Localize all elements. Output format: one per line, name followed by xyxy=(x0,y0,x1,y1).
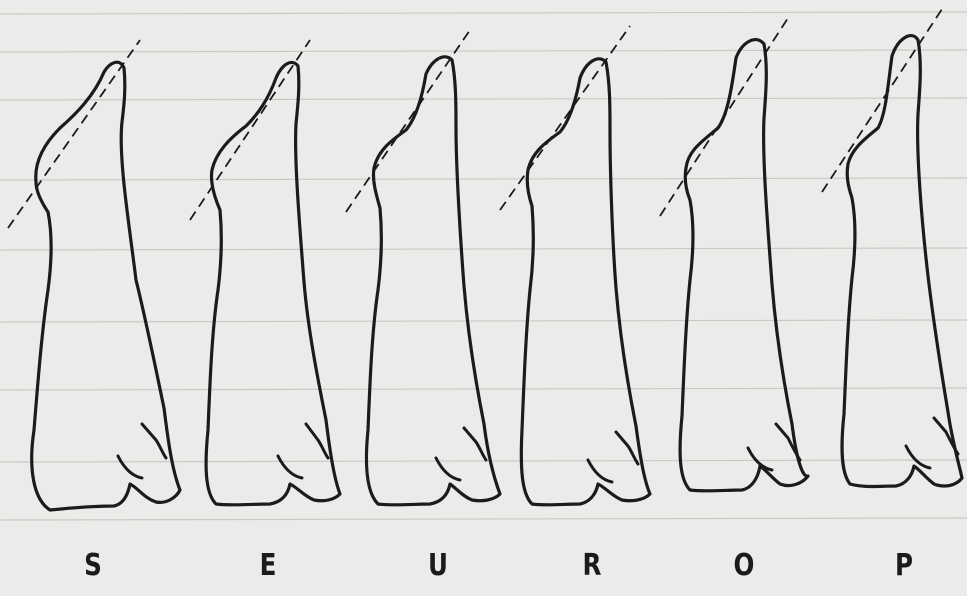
flank-flap xyxy=(934,418,958,454)
flank-flap xyxy=(616,432,638,464)
profile-reference-line xyxy=(660,18,788,216)
class-label-s: S xyxy=(77,548,110,583)
page-bleed-through xyxy=(0,12,967,520)
carcass-o xyxy=(660,18,808,491)
carcass-outline xyxy=(366,57,500,505)
carcass-outline xyxy=(206,62,340,504)
profile-reference-line xyxy=(346,30,470,212)
profile-reference-line xyxy=(822,6,944,192)
carcass-outline xyxy=(521,59,650,505)
flank-flap xyxy=(142,424,166,458)
carcass-s xyxy=(8,40,180,510)
class-label-r: R xyxy=(576,548,609,583)
flank-flap xyxy=(776,424,800,460)
carcass-e xyxy=(190,40,340,505)
carcass-p xyxy=(822,6,962,487)
profile-reference-line xyxy=(190,40,310,220)
flank-flap xyxy=(306,424,328,458)
carcass-outline xyxy=(842,36,962,487)
carcass-r xyxy=(500,26,650,505)
shank-notch xyxy=(906,446,930,468)
carcass-outline xyxy=(680,40,808,491)
flank-flap xyxy=(464,428,486,460)
shank-notch xyxy=(278,456,302,478)
shank-notch xyxy=(588,460,612,482)
class-label-e: E xyxy=(252,548,285,583)
class-label-o: O xyxy=(728,548,761,583)
class-label-u: U xyxy=(422,548,455,583)
shank-notch xyxy=(118,456,142,478)
class-label-p: P xyxy=(888,548,921,583)
carcass-u xyxy=(346,30,500,505)
